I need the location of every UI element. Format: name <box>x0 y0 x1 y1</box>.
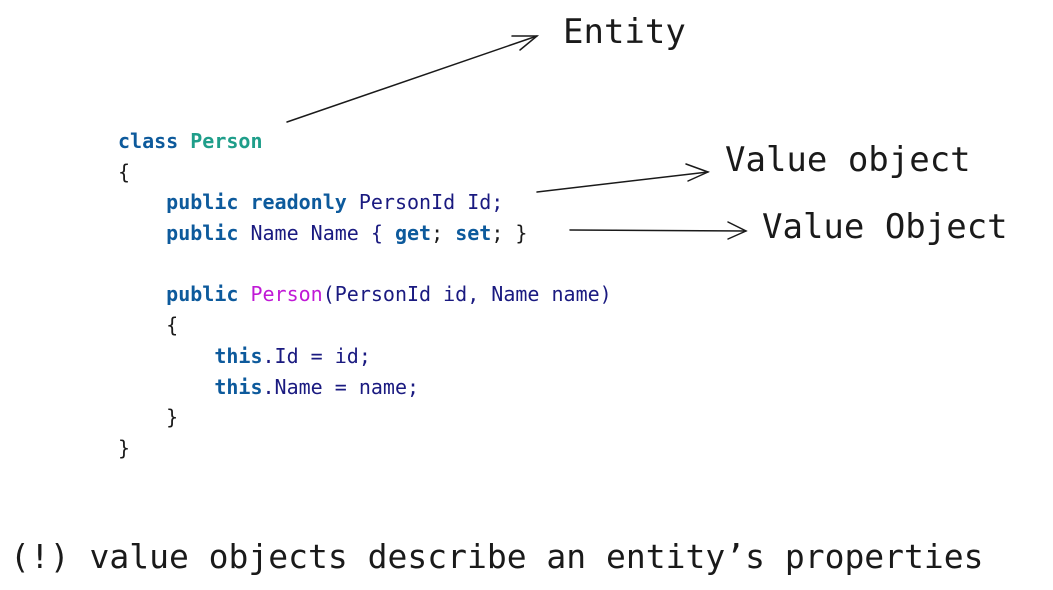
keyword-this: this <box>214 374 263 399</box>
keyword-set: set <box>455 221 492 246</box>
value-object-label-id: Value object <box>725 140 971 180</box>
keyword-get: get <box>394 221 432 246</box>
semicolon: ; <box>431 221 456 246</box>
code-line-close-brace: } <box>118 433 612 464</box>
keyword-this: this <box>214 343 263 368</box>
value-object-label-name: Value Object <box>762 207 1008 247</box>
name-property-decl: Name Name { <box>250 221 395 246</box>
id-field-decl: PersonId Id; <box>358 190 504 215</box>
code-block: class Person { public readonly PersonId … <box>118 126 612 464</box>
constructor-params: (PersonId id, Name name) <box>322 282 612 307</box>
constructor-name: Person <box>250 282 323 307</box>
code-line-assign-name: this.Name = name; <box>118 372 612 403</box>
code-line-id-field: public readonly PersonId Id; <box>118 187 612 218</box>
brace: { <box>166 313 179 338</box>
keyword-public: public <box>166 282 239 307</box>
footnote: (!) value objects describe an entity’s p… <box>10 537 984 576</box>
arrow-to-value-object-id <box>536 163 710 193</box>
keyword-public: public <box>166 221 239 246</box>
assign-id: .Id = id; <box>262 343 371 368</box>
code-line-constructor: public Person(PersonId id, Name name) <box>118 279 612 310</box>
keyword-public: public <box>166 190 239 215</box>
type-person: Person <box>190 129 263 153</box>
property-end: ; } <box>491 221 528 246</box>
brace: } <box>166 405 179 430</box>
code-line-name-property: public Name Name { get; set; } <box>118 218 612 249</box>
keyword-readonly: readonly <box>250 190 347 215</box>
keyword-class: class <box>118 129 179 153</box>
code-line-ctor-open: { <box>118 310 612 341</box>
entity-label: Entity <box>563 12 686 52</box>
arrow-to-entity <box>286 35 540 123</box>
code-line-open-brace: { <box>118 157 612 188</box>
arrow-to-value-object-name <box>569 221 748 240</box>
assign-name: .Name = name; <box>262 374 420 399</box>
code-line-class: class Person <box>118 126 612 157</box>
brace: { <box>118 159 131 184</box>
brace: } <box>118 435 131 460</box>
code-line-ctor-close: } <box>118 402 612 433</box>
code-line-assign-id: this.Id = id; <box>118 341 612 372</box>
